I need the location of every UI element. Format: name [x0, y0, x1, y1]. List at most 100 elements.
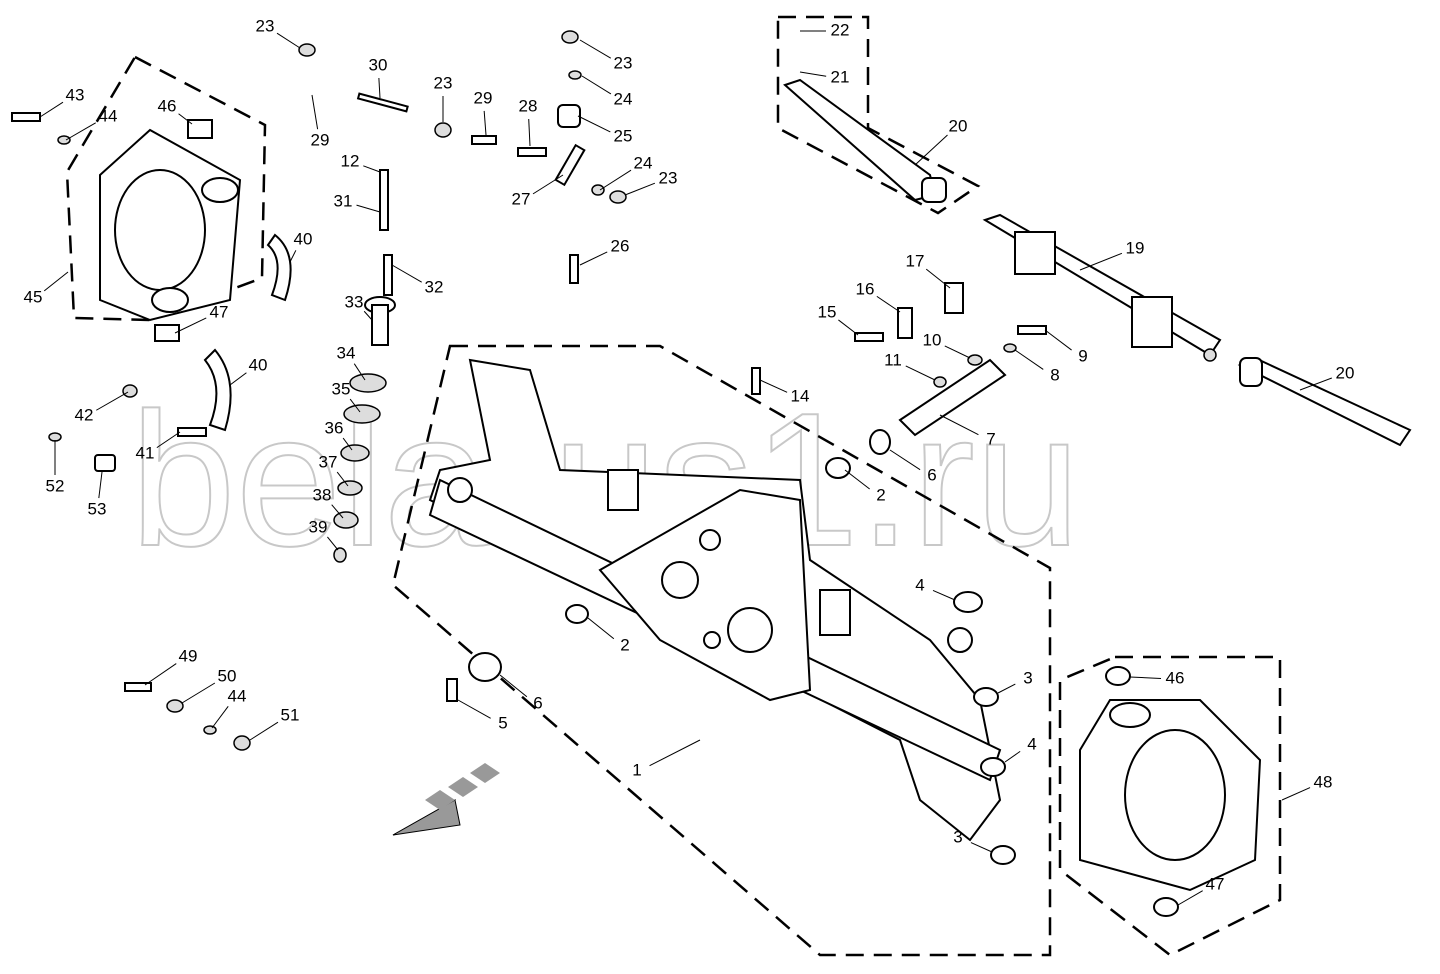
- leader-line: [914, 134, 948, 166]
- leader-line: [649, 739, 701, 767]
- leader-line: [759, 379, 788, 393]
- callout-number: 4: [915, 575, 924, 594]
- leader-line: [65, 122, 96, 141]
- callout-number: 1: [632, 760, 641, 779]
- callout-number: 50: [218, 666, 237, 685]
- leader-line: [499, 674, 528, 698]
- leader-line: [1004, 750, 1021, 763]
- callout-number: 46: [158, 96, 177, 115]
- callout-number: 24: [634, 153, 653, 172]
- leader-line: [327, 536, 339, 551]
- leader-line: [43, 271, 69, 292]
- callout-number: 31: [334, 191, 353, 210]
- callout-number: 3: [1023, 668, 1032, 687]
- leader-line: [331, 504, 344, 519]
- leader-line: [587, 617, 615, 640]
- leader-line: [342, 437, 353, 451]
- callout-number: 26: [611, 236, 630, 255]
- callout-number: 37: [319, 452, 338, 471]
- callout-number: 12: [341, 151, 360, 170]
- callout-number: 53: [88, 499, 107, 518]
- leader-line: [528, 118, 531, 147]
- leader-line: [932, 589, 956, 601]
- leader-line: [483, 110, 487, 136]
- leader-line: [363, 165, 381, 173]
- callout-number: 28: [519, 96, 538, 115]
- leader-line: [939, 414, 979, 436]
- callout-number: 15: [818, 302, 837, 321]
- callout-number: 4: [1027, 734, 1036, 753]
- steering-components: [783, 78, 1412, 447]
- leader-line: [1044, 329, 1072, 351]
- callout-number: 51: [281, 705, 300, 724]
- callout-number: 45: [24, 287, 43, 306]
- callout-number: 47: [210, 302, 229, 321]
- callout-number: 40: [249, 355, 268, 374]
- callout-number: 36: [325, 418, 344, 437]
- leader-line: [96, 391, 129, 411]
- leader-line: [1129, 676, 1162, 679]
- leader-line: [311, 94, 319, 130]
- leader-line: [363, 310, 373, 321]
- callout-number: 6: [927, 465, 936, 484]
- callout-number: 41: [136, 443, 155, 462]
- callout-number: 24: [614, 89, 633, 108]
- small-fasteners: [11, 30, 1179, 917]
- callout-number: 49: [179, 646, 198, 665]
- leader-line: [579, 39, 612, 59]
- left-housing-boundary: [65, 55, 267, 322]
- tie-rod-boundary: [776, 15, 981, 215]
- forward-direction-arrow-icon: [392, 763, 500, 836]
- callout-number: 25: [614, 126, 633, 145]
- leader-line: [876, 295, 901, 313]
- leader-line: [156, 431, 181, 449]
- callout-number: 17: [906, 251, 925, 270]
- leader-line: [1079, 252, 1123, 271]
- leader-line: [581, 75, 612, 95]
- leader-line: [970, 842, 993, 853]
- leader-line: [1281, 787, 1311, 801]
- leader-line: [457, 699, 491, 719]
- callout-number: 3: [953, 827, 962, 846]
- callout-number: 2: [620, 635, 629, 654]
- leader-line: [799, 71, 827, 77]
- leader-line: [39, 101, 64, 118]
- callout-number: 43: [66, 85, 85, 104]
- leader-line: [289, 250, 297, 263]
- right-wheel-housing: [1079, 699, 1262, 892]
- callout-number: 48: [1314, 772, 1333, 791]
- callout-number: 44: [99, 106, 118, 125]
- leader-line: [1014, 349, 1044, 370]
- leader-line: [944, 345, 971, 359]
- front-axle-beam: [428, 358, 1002, 842]
- callout-number: 32: [425, 277, 444, 296]
- callout-number: 29: [311, 130, 330, 149]
- leader-line: [378, 77, 381, 99]
- callout-number: 39: [309, 517, 328, 536]
- leader-line: [925, 268, 951, 289]
- callout-number: 23: [659, 168, 678, 187]
- callout-number: 52: [46, 476, 65, 495]
- callout-number: 10: [923, 330, 942, 349]
- leader-line: [579, 251, 608, 266]
- callout-number: 20: [1336, 363, 1355, 382]
- callout-number: 27: [512, 189, 531, 208]
- king-pin-stack: [333, 169, 396, 563]
- callout-number: 34: [337, 343, 356, 362]
- leader-line: [98, 471, 103, 499]
- callout-number: 11: [884, 350, 902, 369]
- leader-line: [844, 469, 870, 490]
- callout-number: 33: [345, 292, 364, 311]
- leader-line: [276, 32, 301, 49]
- callout-number: 46: [1166, 668, 1185, 687]
- callout-number: 16: [856, 279, 875, 298]
- leader-line: [532, 174, 564, 195]
- leader-line: [1299, 377, 1332, 391]
- leader-line: [624, 182, 656, 196]
- callout-number: 47: [1206, 874, 1225, 893]
- callout-number: 19: [1126, 238, 1145, 257]
- leader-line: [997, 683, 1016, 694]
